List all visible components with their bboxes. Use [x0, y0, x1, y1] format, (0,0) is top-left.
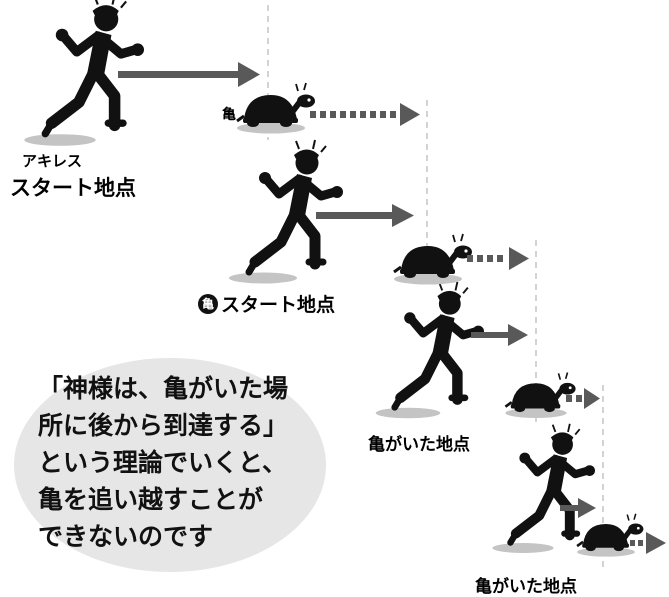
turtle-arrow-4 [630, 532, 666, 554]
achilles-arrows [118, 62, 596, 518]
achilles-arrow-1 [118, 62, 260, 87]
turtle-arrow-2 [467, 247, 529, 270]
achilles-arrow-3 [471, 324, 528, 346]
turtle-start-label: 亀 スタート地点 [198, 290, 335, 317]
turtle-start-text: スタート地点 [221, 294, 336, 316]
speech-bubble [14, 358, 326, 572]
achilles-label: アキレス [22, 152, 83, 170]
achilles-arrow-4 [560, 498, 596, 518]
speech-line: 亀を追い越すことが [38, 485, 264, 514]
speech-line: という理論でいくと、 [38, 448, 288, 477]
turtle-was-here-label-1: 亀がいた地点 [368, 435, 470, 455]
turtle-figure-2 [394, 234, 472, 285]
turtle-figure-4 [577, 514, 643, 557]
turtle-was-here-label-2: 亀がいた地点 [475, 577, 577, 597]
turtle-arrows [310, 103, 666, 554]
turtle-label: 亀 [222, 107, 236, 123]
turtle-arrow-1 [310, 103, 420, 126]
turtle-badge-icon: 亀 [198, 293, 218, 314]
speech-bubble-text: 「神様は、亀がいた場 所に後から到達する」 という理論でいくと、 亀を追い越すこ… [38, 370, 318, 555]
achilles-runner-2 [229, 140, 343, 284]
speech-line: できないのです [38, 522, 214, 551]
turtle-figure-1 [237, 83, 315, 134]
turtle-arrow-3 [566, 388, 600, 409]
achilles-start-label: スタート地点 [10, 176, 136, 200]
speech-line: 「神様は、亀がいた場 [38, 374, 289, 403]
turtle-figure-3 [505, 373, 575, 418]
speech-line: 所に後から到達する」 [38, 411, 289, 440]
achilles-arrow-2 [316, 204, 414, 227]
achilles-runner-3 [376, 282, 484, 418]
achilles-runner-4 [492, 424, 595, 553]
